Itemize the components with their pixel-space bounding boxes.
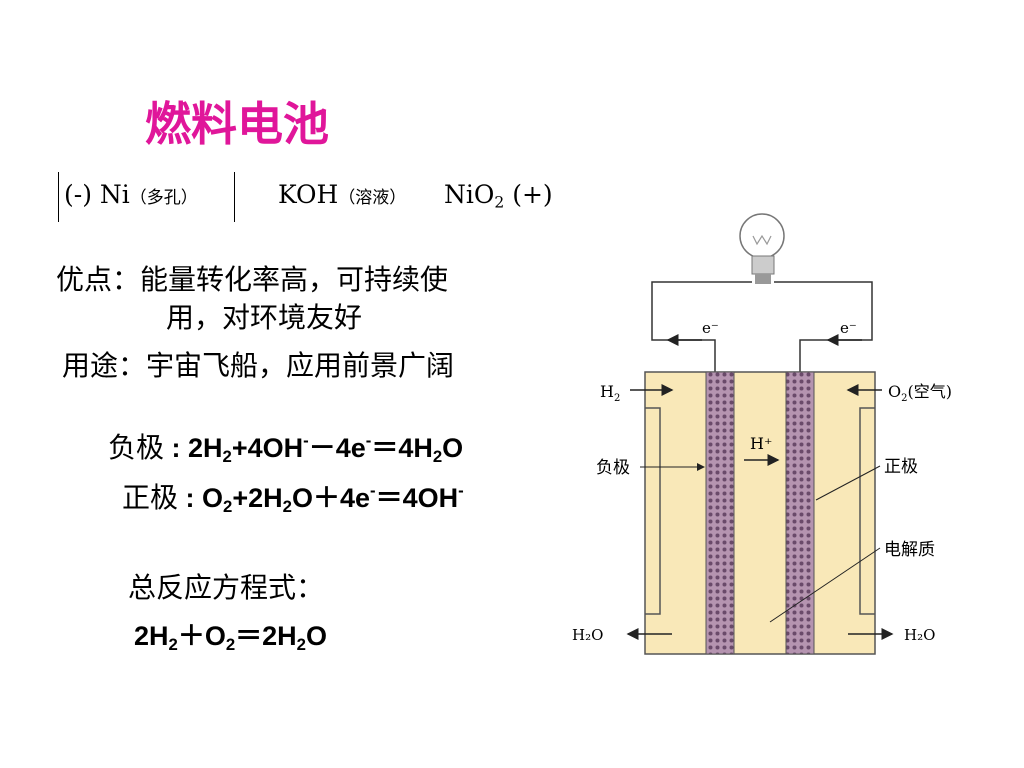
- cell-negative: (-) Ni（多孔）: [64, 180, 198, 209]
- electrolyte-label: 电解质: [884, 540, 935, 560]
- advantages-line1: 优点：能量转化率高，可持续使: [56, 263, 449, 296]
- anode-label: 负极: [596, 458, 630, 478]
- phase-boundary-left: [58, 172, 59, 222]
- positive-electrode-equation: 正极 : O2+2H2O＋4e-＝4OH-: [122, 481, 464, 517]
- light-bulb-icon: [739, 213, 785, 284]
- cathode-pointer: [815, 465, 881, 501]
- uses-text: 用途：宇宙飞船，应用前景广阔: [62, 349, 455, 382]
- page-title: 燃料电池: [145, 97, 329, 151]
- h2-label: H2: [600, 382, 620, 404]
- cell-body: [644, 371, 876, 655]
- cell-positive: NiO2 (+): [444, 180, 553, 212]
- external-circuit: [651, 281, 873, 372]
- water-label-right: H₂O: [904, 626, 935, 644]
- phase-boundary-right: [234, 172, 235, 222]
- o2-label: O2(空气): [888, 382, 952, 404]
- water-label-left: H₂O: [572, 626, 603, 644]
- total-equation: 2H2＋O2＝2H2O: [134, 621, 327, 655]
- total-equation-label: 总反应方程式：: [128, 571, 325, 604]
- cathode-electrode: [785, 371, 815, 655]
- advantages-line2: 用，对环境友好: [166, 301, 363, 334]
- h-ion-label: H⁺: [750, 434, 772, 453]
- cathode-label: 正极: [884, 457, 918, 477]
- electron-label-left: e⁻: [702, 319, 719, 337]
- electrolyte-pointer: [769, 547, 881, 623]
- anode-electrode: [705, 371, 735, 655]
- negative-electrode-equation: 负极 : 2H2+4OH-－4e-＝4H2O: [108, 431, 464, 467]
- electron-label-right: e⁻: [840, 319, 857, 337]
- cell-electrolyte: KOH（溶液）: [278, 180, 407, 209]
- fuel-cell-diagram: e⁻ e⁻ H2 O2(空气) H⁺ 负极 正极 电解质 H₂O H₂O: [572, 213, 952, 655]
